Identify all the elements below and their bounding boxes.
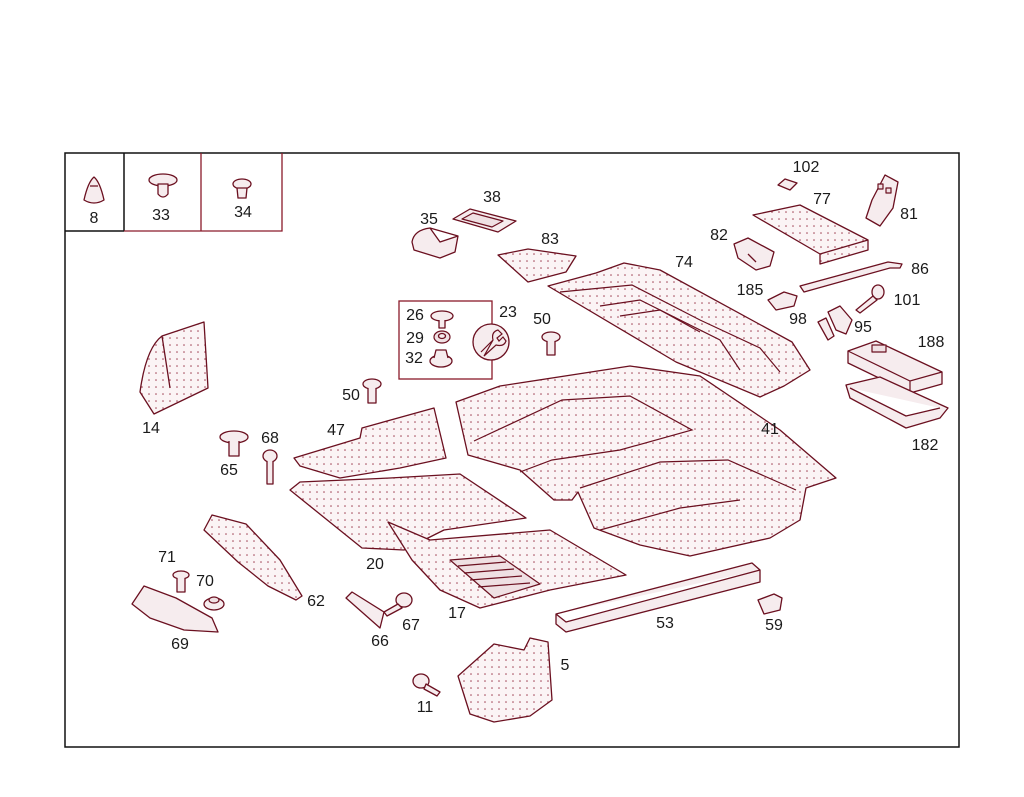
- part-20-floor-mat[interactable]: [289, 473, 527, 551]
- part-101-screw[interactable]: [855, 284, 885, 314]
- part-182-tray[interactable]: [845, 376, 949, 429]
- label-81: 81: [900, 206, 918, 223]
- part-69-bracket[interactable]: [131, 585, 219, 633]
- part-82-housing[interactable]: [733, 237, 775, 271]
- part-62-side-panel[interactable]: [203, 514, 303, 601]
- label-5: 5: [561, 657, 570, 674]
- part-59-clip[interactable]: [757, 593, 783, 615]
- part-34-clip[interactable]: [232, 178, 252, 199]
- label-20: 20: [366, 556, 384, 573]
- part-5-wheelhouse-trim[interactable]: [457, 637, 553, 723]
- label-34: 34: [234, 204, 252, 221]
- part-74-rear-shelf[interactable]: [547, 262, 811, 398]
- label-23: 23: [499, 304, 517, 321]
- part-66-plate[interactable]: [345, 591, 385, 629]
- part-29-nut[interactable]: [433, 330, 451, 344]
- label-11: 11: [417, 699, 434, 716]
- part-86-strap[interactable]: [799, 261, 903, 293]
- part-41-main-carpet[interactable]: [455, 365, 837, 557]
- part-53-sill-strip[interactable]: [555, 562, 761, 633]
- part-14-side-trim[interactable]: [139, 321, 209, 415]
- label-67: 67: [402, 617, 420, 634]
- part-38-cover[interactable]: [452, 208, 517, 233]
- part-81-bracket[interactable]: [865, 174, 899, 227]
- wrench-icon: [472, 323, 510, 361]
- label-14: 14: [142, 420, 160, 437]
- label-26: 26: [406, 307, 424, 324]
- part-68-screw[interactable]: [262, 449, 278, 485]
- label-47: 47: [327, 422, 345, 439]
- label-50-a: 50: [533, 311, 551, 328]
- label-29: 29: [406, 330, 424, 347]
- label-33: 33: [152, 207, 170, 224]
- label-77: 77: [813, 191, 831, 208]
- part-26-fastener[interactable]: [430, 310, 454, 329]
- label-66: 66: [371, 633, 389, 650]
- diagram-frame: [64, 152, 960, 748]
- label-38: 38: [483, 189, 501, 206]
- label-185: 185: [737, 282, 764, 299]
- label-50-b: 50: [342, 387, 360, 404]
- part-77-cover-panel[interactable]: [752, 204, 869, 265]
- small-parts-box: [65, 153, 283, 232]
- part-35-cap[interactable]: [411, 227, 459, 259]
- part-65-clip[interactable]: [219, 430, 249, 457]
- label-82: 82: [710, 227, 728, 244]
- label-101: 101: [894, 292, 921, 309]
- label-41: 41: [761, 421, 779, 438]
- part-47-floor-mat[interactable]: [293, 407, 447, 479]
- label-32: 32: [405, 350, 423, 367]
- label-71: 71: [158, 549, 176, 566]
- part-102-clip[interactable]: [777, 178, 798, 191]
- part-83-tray[interactable]: [497, 248, 577, 283]
- label-69: 69: [171, 636, 189, 653]
- label-98: 98: [789, 311, 807, 328]
- label-74: 74: [675, 254, 693, 271]
- part-71-bolt[interactable]: [172, 570, 190, 593]
- part-50-clip-b[interactable]: [362, 378, 382, 404]
- label-83: 83: [541, 231, 559, 248]
- part-188-box[interactable]: [847, 340, 943, 394]
- part-32-fastener[interactable]: [429, 349, 453, 368]
- label-188: 188: [918, 334, 945, 351]
- part-185-bracket[interactable]: [767, 291, 798, 311]
- part-67-screw[interactable]: [383, 592, 413, 617]
- part-70-nut[interactable]: [203, 596, 225, 611]
- part-33-clip[interactable]: [148, 173, 178, 198]
- part-11-clip[interactable]: [412, 673, 441, 697]
- label-65: 65: [220, 462, 238, 479]
- label-86: 86: [911, 261, 929, 278]
- label-35: 35: [420, 211, 438, 228]
- label-53: 53: [656, 615, 674, 632]
- label-68: 68: [261, 430, 279, 447]
- label-102: 102: [793, 159, 820, 176]
- label-70: 70: [196, 573, 214, 590]
- label-182: 182: [912, 437, 939, 454]
- part-50-clip-a[interactable]: [541, 331, 561, 356]
- part-98-clip[interactable]: [817, 317, 835, 341]
- label-62: 62: [307, 593, 325, 610]
- label-95: 95: [854, 319, 872, 336]
- part-95-hook[interactable]: [827, 305, 853, 335]
- part-8-grommet[interactable]: [83, 176, 105, 204]
- label-8: 8: [90, 210, 99, 227]
- part-number-labels: 8 33 34 102 77 81 38 35 83 82 74 86 185 …: [90, 159, 945, 716]
- label-59: 59: [765, 617, 783, 634]
- label-17: 17: [448, 605, 466, 622]
- part-17-floor-mat[interactable]: [387, 521, 627, 609]
